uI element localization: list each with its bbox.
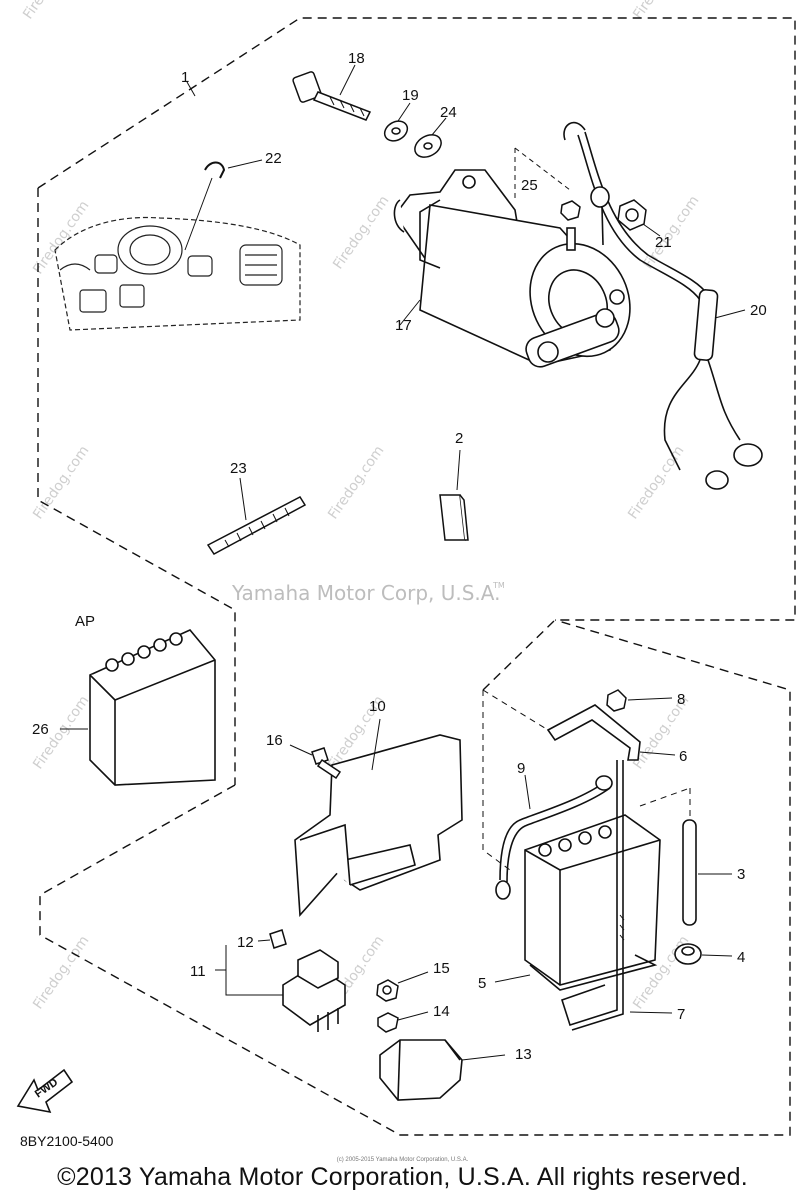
callout-24: 24 [440, 104, 457, 121]
callout-9: 9 [517, 760, 525, 777]
callout-11: 11 [190, 963, 206, 980]
callout-19: 19 [402, 87, 419, 104]
watermark-text: Firedog.com [325, 443, 387, 522]
engine-block-sketch [54, 216, 301, 331]
leader-lines [186, 81, 196, 97]
center-watermark: Yamaha Motor Corp, U.S.A. [231, 581, 500, 605]
callout-3: 3 [737, 866, 745, 883]
part-15-nut [376, 971, 429, 1002]
part-6-bracket [546, 704, 676, 761]
part-23-cable-tie [206, 477, 307, 555]
battery-guide-lines [482, 689, 691, 871]
callout-13: 13 [515, 1046, 532, 1063]
callout-4: 4 [737, 949, 745, 966]
part-26-battery [60, 629, 216, 786]
part-4-grommet [674, 943, 733, 965]
callout-6: 6 [679, 748, 687, 765]
part-9-battery-cable [495, 774, 613, 900]
callout-12: 12 [237, 934, 254, 951]
callout-23: 23 [230, 460, 247, 477]
part-10-cover [294, 718, 463, 917]
starter-kit-boundary [37, 17, 796, 621]
callout-26: 26 [32, 721, 49, 738]
kit-boundary-left [37, 188, 236, 785]
part-18-bolt [292, 64, 372, 121]
callout-labels: 1 2 3 4 5 6 7 8 9 10 11 12 13 14 15 16 1… [32, 50, 767, 1063]
footer-copyright: ©2013 Yamaha Motor Corporation, U.S.A. A… [57, 1163, 748, 1191]
part-17-starter-motor [393, 169, 631, 368]
callout-10: 10 [369, 698, 386, 715]
callout-7: 7 [677, 1006, 685, 1023]
watermark-text: Firedog.com [640, 193, 702, 272]
part-8-nut [606, 689, 673, 712]
part-19-lock-washer [383, 102, 411, 142]
callout-16: 16 [266, 732, 283, 749]
callout-20: 20 [750, 302, 767, 319]
part-12-clip [257, 929, 287, 949]
callout-ap: AP [75, 613, 95, 630]
part-20-starter-cable [563, 121, 763, 490]
part-11-relay [215, 945, 346, 1032]
part-2-pad [439, 449, 469, 541]
fwd-arrow-icon: FWD [16, 1068, 74, 1114]
watermark-text: Firedog.com [30, 443, 92, 522]
callout-21: 21 [655, 234, 672, 251]
callout-18: 18 [348, 50, 365, 67]
part-13-flasher [379, 1039, 506, 1101]
part-24-washer [414, 117, 447, 158]
callout-17: 17 [395, 317, 412, 334]
watermark-text: Firedog.com [20, 0, 82, 22]
part-25-nut [514, 147, 581, 221]
watermark-text: Firedog.com [630, 0, 692, 22]
small-copyright: (c) 2005-2015 Yamaha Motor Corporation, … [336, 1157, 469, 1163]
part-16-screw [289, 744, 342, 780]
battery-kit-boundary [39, 619, 791, 1136]
kit-boundaries [37, 17, 796, 1136]
part-7-rod [561, 760, 673, 1031]
diagram-code: 8BY2100-5400 [20, 1133, 114, 1149]
watermark-text: Firedog.com [30, 933, 92, 1012]
trademark-mark: TM [492, 581, 505, 590]
callout-1: 1 [181, 69, 189, 86]
callout-14: 14 [433, 1003, 450, 1020]
callout-25: 25 [521, 177, 538, 194]
part-3-tube [682, 819, 732, 926]
callout-2: 2 [455, 430, 463, 447]
part-22-clip [184, 159, 263, 251]
watermark-text: Firedog.com [625, 443, 687, 522]
callout-8: 8 [677, 691, 685, 708]
kit-boundary-join [482, 619, 556, 691]
callout-22: 22 [265, 150, 282, 167]
callout-5: 5 [478, 975, 486, 992]
part-14-washer [377, 1011, 429, 1033]
callout-15: 15 [433, 960, 450, 977]
part-5-battery [494, 814, 661, 991]
watermark-text: Firedog.com [330, 193, 392, 272]
